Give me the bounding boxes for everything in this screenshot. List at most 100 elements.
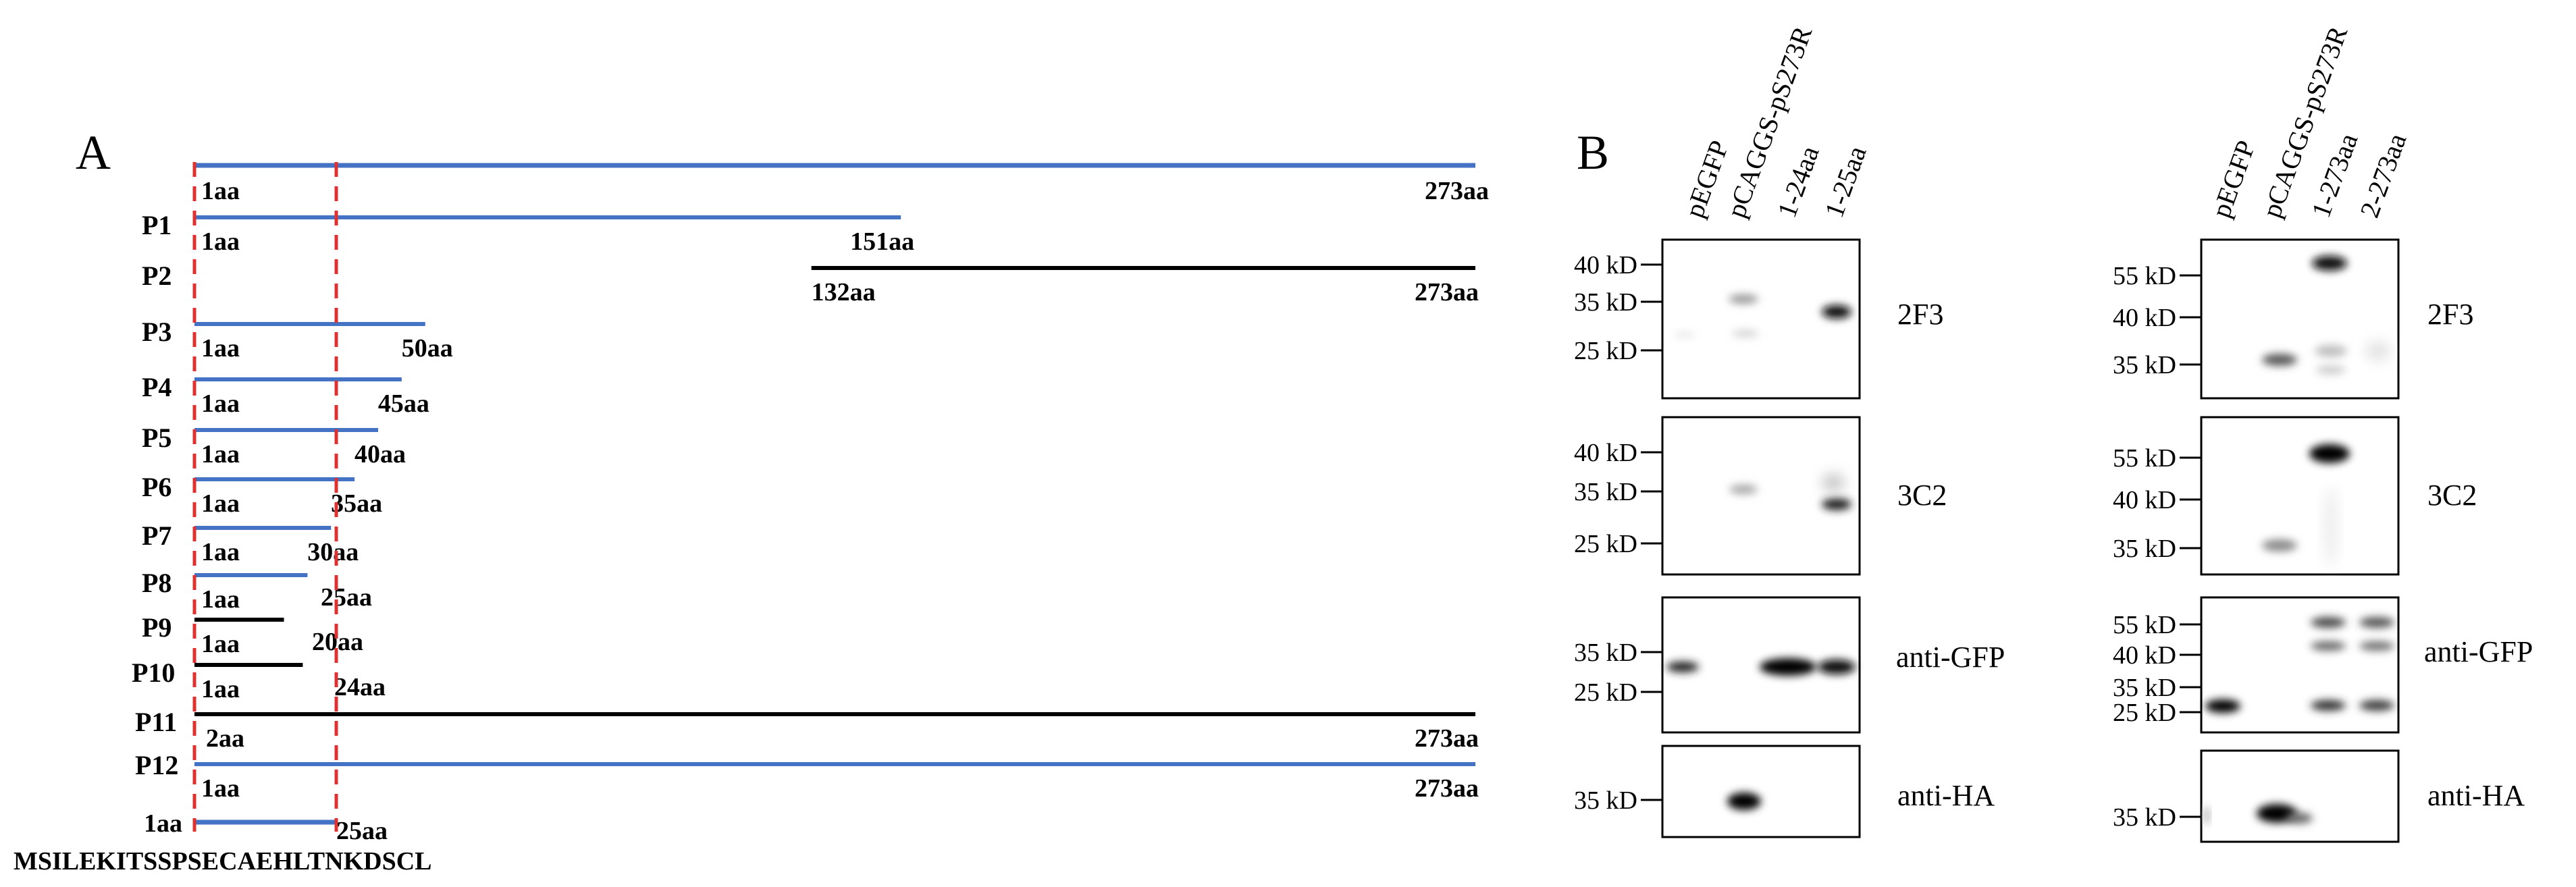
construct-end-label: 45aa — [378, 389, 429, 418]
construct-name: P6 — [142, 472, 172, 502]
construct-start-label: 1aa — [201, 489, 240, 518]
left-lane-4: 1-25aa — [1818, 142, 1872, 221]
panel-b-label: B — [1577, 126, 1609, 180]
construct-start-label: 1aa — [201, 774, 240, 803]
left-blot-3c2: 40 kD 35 kD 25 kD 3C2 — [1574, 416, 1947, 576]
construct-end-label: 273aa — [1415, 724, 1479, 753]
band — [2312, 256, 2347, 271]
antibody-label: 3C2 — [2427, 479, 2477, 512]
band — [1822, 305, 1851, 319]
left-lane-3: 1-24aa — [1771, 142, 1825, 221]
antibody-label: anti-GFP — [2424, 635, 2533, 668]
marker-label: 55 kD — [2113, 611, 2176, 639]
band — [2316, 365, 2346, 375]
antibody-label: anti-HA — [2427, 779, 2525, 812]
right-blot-anti-ha: 35 kD anti-HA — [2113, 749, 2525, 843]
marker-label: 35 kD — [1574, 786, 1637, 815]
right-lane-1: pEGFP — [2205, 136, 2261, 221]
construct-name: P5 — [142, 423, 172, 453]
marker-label: 35 kD — [1574, 639, 1637, 667]
band — [2311, 641, 2346, 651]
antibody-label: anti-HA — [1897, 779, 1995, 812]
marker-label: 35 kD — [2113, 351, 2176, 379]
marker-label: 25 kD — [1574, 530, 1637, 558]
marker-label: 35 kD — [1574, 288, 1637, 317]
marker-label: 25 kD — [1574, 337, 1637, 365]
right-blot-2f3: 55 kD 40 kD 35 kD 2F3 — [2113, 238, 2473, 400]
construct-start-label: 1aa — [201, 334, 240, 362]
construct-end-label: 273aa — [1415, 774, 1479, 803]
panel-a-label: A — [76, 126, 111, 180]
band — [2359, 700, 2394, 711]
left-blot-anti-ha: 35 kD anti-HA — [1574, 745, 1995, 838]
construct-end-label: 30aa — [307, 538, 359, 566]
construct-end-label: 40aa — [354, 440, 406, 468]
band — [2311, 700, 2346, 711]
construct-start-label: 1aa — [201, 585, 240, 614]
marker-label: 35 kD — [2113, 803, 2176, 832]
band — [2262, 354, 2297, 366]
construct-end-label: 273aa — [1415, 278, 1479, 306]
band — [1818, 660, 1856, 674]
right-lane-headers: pEGFP pCAGGS-pS273R 1-273aa 2-273aa — [2205, 22, 2412, 222]
antibody-label: 3C2 — [1897, 479, 1947, 512]
construct-start-label: 2aa — [206, 724, 244, 753]
construct-name: P11 — [135, 707, 177, 737]
marker-label: 40 kD — [2113, 486, 2176, 514]
antibody-label: 2F3 — [1897, 298, 1943, 331]
panel-b: B pEGFP pCAGGS-pS273R 1-24aa 1-25aa pEGF… — [1574, 22, 2533, 843]
construct-start-label: 132aa — [812, 278, 876, 306]
construct-start-label: 1aa — [201, 538, 240, 566]
construct-name: P2 — [142, 261, 172, 291]
band — [2204, 806, 2209, 825]
marker-label: 25 kD — [1574, 678, 1637, 707]
right-blot-3c2: 55 kD 40 kD 35 kD 3C2 — [2113, 416, 2477, 576]
construct-name: P3 — [142, 317, 172, 347]
left-lane-headers: pEGFP pCAGGS-pS273R 1-24aa 1-25aa — [1679, 22, 1872, 222]
marker-label: 40 kD — [2113, 304, 2176, 332]
construct-name: P9 — [142, 612, 172, 643]
band — [2262, 539, 2297, 552]
construct-start-label: 1aa — [201, 675, 240, 703]
marker-label: 55 kD — [2113, 444, 2176, 473]
construct-end-label: 25aa — [321, 583, 372, 612]
construct-end-label: 151aa — [850, 227, 914, 256]
construct-name: P10 — [132, 657, 175, 688]
construct-name: P8 — [142, 568, 172, 598]
construct-end-label: 24aa — [334, 673, 386, 701]
construct-name: P7 — [142, 520, 172, 551]
construct-start-label: 1aa — [201, 227, 240, 256]
marker-label: 35 kD — [2113, 535, 2176, 563]
band — [1666, 662, 1699, 672]
epitope-start-label: 1aa — [144, 809, 182, 838]
marker-label: 35 kD — [2113, 674, 2176, 702]
band — [1732, 330, 1759, 337]
marker-label: 40 kD — [1574, 439, 1637, 467]
left-blot-2f3: 40 kD 35 kD 25 kD 2F3 — [1574, 238, 1943, 400]
antibody-label: anti-GFP — [1896, 641, 2005, 674]
band — [1760, 658, 1816, 676]
full-length-end-label: 273aa — [1425, 177, 1489, 205]
construct-name: P1 — [142, 210, 172, 240]
right-blot-anti-gfp: 55 kD 40 kD 35 kD 25 kD anti-GFP — [2113, 596, 2533, 734]
band — [2311, 617, 2346, 628]
full-length-start-label: 1aa — [201, 177, 240, 205]
marker-label: 55 kD — [2113, 262, 2176, 290]
antibody-label: 2F3 — [2427, 298, 2473, 331]
band — [1822, 475, 1844, 491]
band — [2366, 342, 2390, 360]
band — [2324, 486, 2338, 567]
band — [2286, 813, 2313, 824]
epitope-end-label: 25aa — [336, 817, 388, 845]
band — [2359, 641, 2394, 651]
construct-end-label: 50aa — [402, 334, 453, 362]
construct-name: P12 — [135, 750, 178, 780]
construct-name: P4 — [142, 372, 172, 402]
band — [1729, 485, 1758, 494]
band — [2359, 617, 2394, 628]
band — [1729, 294, 1758, 304]
marker-label: 25 kD — [2113, 699, 2176, 727]
